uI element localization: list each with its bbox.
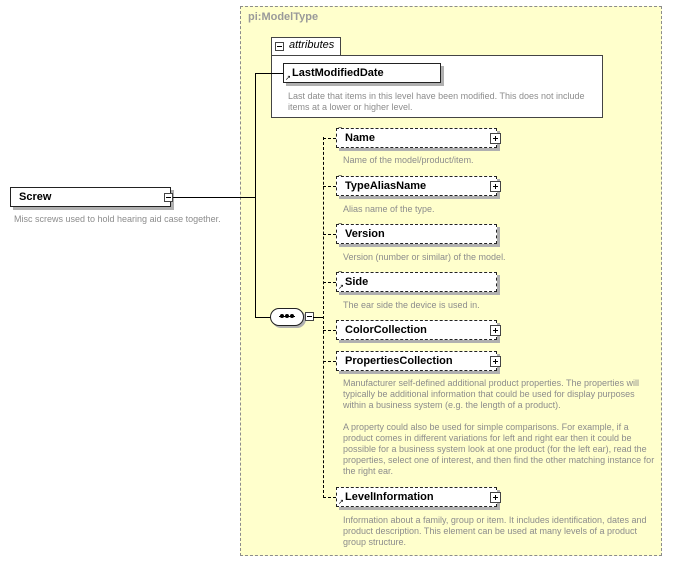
element-label: Name bbox=[345, 132, 375, 144]
attribute-connector-line bbox=[255, 73, 283, 74]
element-label: ColorCollection bbox=[345, 324, 427, 336]
branch-line bbox=[323, 282, 336, 283]
element-doc: The ear side the device is used in. bbox=[343, 300, 480, 310]
sequence-out-line bbox=[313, 317, 323, 318]
branch-line bbox=[323, 234, 336, 235]
reference-arrow-icon: ↗ bbox=[338, 499, 344, 506]
root-element-screw[interactable]: Screw bbox=[10, 187, 171, 207]
branch-line bbox=[323, 138, 336, 139]
element-label: PropertiesCollection bbox=[345, 355, 453, 367]
expand-icon[interactable] bbox=[490, 133, 501, 144]
attributes-tab-label: attributes bbox=[289, 39, 335, 51]
sequence-collapse-icon[interactable] bbox=[305, 312, 314, 321]
element-name[interactable]: Name bbox=[336, 128, 497, 148]
element-propertiescollection[interactable]: PropertiesCollection bbox=[336, 351, 497, 371]
sequence-compositor[interactable] bbox=[270, 308, 304, 326]
type-name-label: pi:ModelType bbox=[248, 11, 319, 23]
element-doc: Alias name of the type. bbox=[343, 204, 435, 214]
element-label: Version bbox=[345, 228, 385, 240]
branch-line bbox=[323, 330, 336, 331]
branch-line bbox=[323, 361, 336, 362]
branch-line bbox=[323, 186, 336, 187]
children-trunk-line bbox=[323, 137, 324, 498]
element-doc: Information about a family, group or ite… bbox=[343, 515, 647, 547]
attributes-collapse-icon[interactable] bbox=[275, 42, 284, 51]
expand-icon[interactable] bbox=[490, 356, 501, 367]
attribute-name: LastModifiedDate bbox=[292, 67, 384, 79]
element-label: LevelInformation bbox=[345, 491, 434, 503]
attribute-doc: Last date that items in this level have … bbox=[288, 91, 585, 112]
reference-arrow-icon: ↗ bbox=[285, 75, 291, 82]
branch-line bbox=[323, 497, 336, 498]
element-doc: Name of the model/product/item. bbox=[343, 155, 474, 165]
root-element-name: Screw bbox=[19, 191, 52, 203]
attribute-lastmodifieddate[interactable]: LastModifiedDate bbox=[283, 63, 441, 83]
root-connector-line bbox=[173, 197, 256, 198]
expand-icon[interactable] bbox=[490, 325, 501, 336]
element-levelinformation[interactable]: LevelInformation bbox=[336, 487, 497, 507]
sequence-dot bbox=[290, 314, 294, 318]
expand-icon[interactable] bbox=[490, 492, 501, 503]
element-label: TypeAliasName bbox=[345, 180, 427, 192]
element-colorcollection[interactable]: ColorCollection bbox=[336, 320, 497, 340]
reference-arrow-icon: ↗ bbox=[338, 284, 344, 291]
root-vertical-line bbox=[255, 73, 256, 318]
element-version[interactable]: Version bbox=[336, 224, 497, 244]
attributes-tab[interactable] bbox=[271, 37, 341, 55]
element-typealiasname[interactable]: TypeAliasName bbox=[336, 176, 497, 196]
sequence-connector-line bbox=[255, 317, 271, 318]
sequence-dot bbox=[280, 314, 284, 318]
element-side[interactable]: Side bbox=[336, 272, 497, 292]
element-doc: Manufacturer self-defined additional pro… bbox=[343, 378, 655, 476]
element-doc: Version (number or similar) of the model… bbox=[343, 252, 506, 262]
expand-icon[interactable] bbox=[490, 181, 501, 192]
sequence-dot bbox=[285, 314, 289, 318]
element-label: Side bbox=[345, 276, 369, 288]
root-collapse-icon[interactable] bbox=[164, 193, 173, 202]
root-element-doc: Misc screws used to hold hearing aid cas… bbox=[14, 214, 221, 224]
